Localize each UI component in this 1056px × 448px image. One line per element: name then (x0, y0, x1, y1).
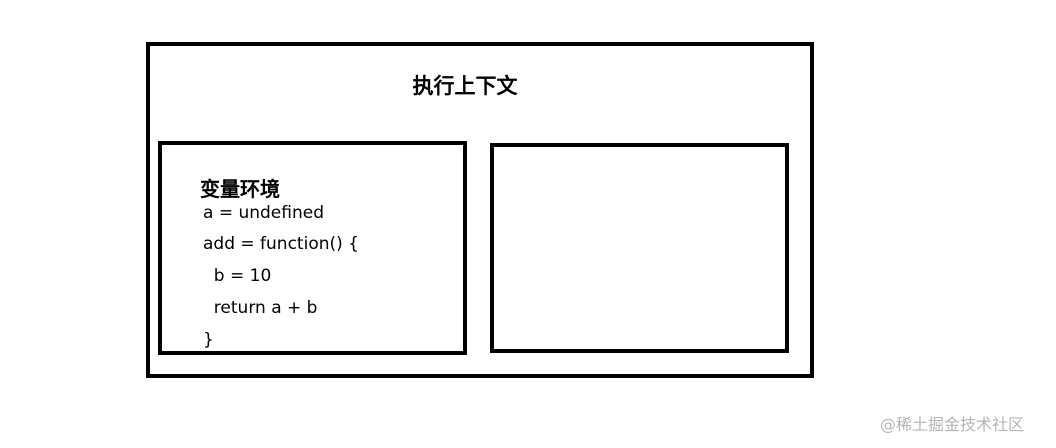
execution-context-box (146, 42, 814, 378)
variable-environment-box (158, 141, 467, 355)
variable-environment-title: 变量环境 (200, 177, 280, 201)
code-line: b = 10 (203, 266, 272, 286)
code-line: add = function() { (203, 234, 359, 254)
execution-context-title: 执行上下文 (412, 74, 518, 98)
empty-box (490, 143, 789, 353)
code-line: a = undefined (203, 203, 325, 223)
code-line: return a + b (203, 298, 318, 318)
code-line: } (203, 330, 214, 350)
watermark: @稀土掘金技术社区 (880, 415, 1025, 434)
